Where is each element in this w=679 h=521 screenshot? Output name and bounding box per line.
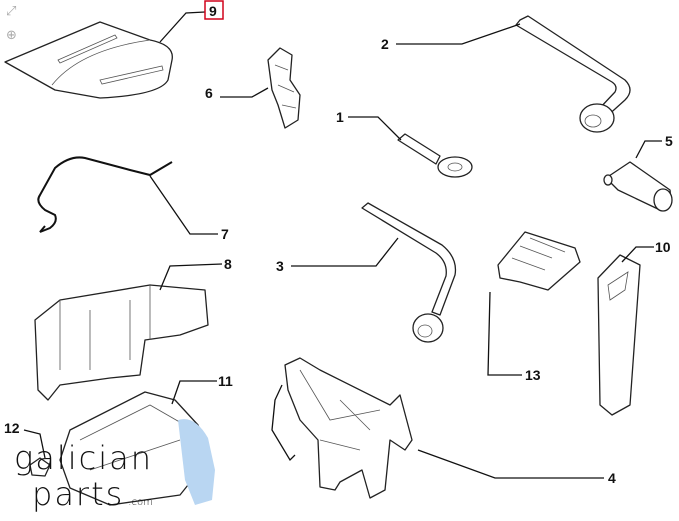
watermark-line1: galician	[14, 439, 153, 477]
part-5-socket[interactable]	[603, 161, 673, 212]
part-1-towing-eye[interactable]	[397, 133, 473, 178]
callout-12[interactable]: 12	[4, 420, 20, 436]
part-12-small-bolt[interactable]	[29, 457, 51, 477]
callout-3[interactable]: 3	[276, 258, 284, 274]
watermark-suffix: .com	[128, 497, 153, 508]
callout-11[interactable]: 11	[218, 373, 233, 389]
part-10-strap[interactable]	[597, 254, 641, 416]
callout-4[interactable]: 4	[608, 470, 616, 486]
part-9-tool-bag[interactable]	[4, 21, 173, 99]
callout-10[interactable]: 10	[655, 239, 671, 255]
leader-lines	[23, 11, 662, 479]
zoom-in-icon[interactable]: ⊕	[6, 28, 17, 43]
watermark-shape	[178, 419, 215, 505]
callout-6[interactable]: 6	[205, 85, 213, 101]
part-8-tool-tray[interactable]	[34, 284, 209, 401]
callout-5[interactable]: 5	[665, 133, 673, 149]
callout-1[interactable]: 1	[336, 109, 344, 125]
callout-7[interactable]: 7	[221, 226, 229, 242]
callout-8[interactable]: 8	[224, 256, 232, 272]
highlight-box	[204, 0, 224, 20]
part-13-wheel-chock[interactable]	[497, 231, 581, 291]
callout-13[interactable]: 13	[525, 367, 541, 383]
watermark-logo: galician parts.com	[14, 440, 153, 512]
expand-icon[interactable]: ⤢	[6, 4, 17, 19]
part-7-wire-hook[interactable]	[37, 156, 173, 233]
watermark-line2: parts	[32, 475, 125, 513]
part-6-clip[interactable]	[267, 47, 301, 129]
parts-diagram: 9 6 2 1 5 7 10 3 8 13 11 12 4	[4, 0, 673, 506]
callout-9[interactable]: 9	[209, 3, 217, 19]
part-4-jack[interactable]	[271, 357, 413, 499]
callout-2[interactable]: 2	[381, 36, 389, 52]
part-3-jack-lever[interactable]	[361, 202, 457, 343]
part-2-wheel-wrench[interactable]	[515, 15, 631, 133]
